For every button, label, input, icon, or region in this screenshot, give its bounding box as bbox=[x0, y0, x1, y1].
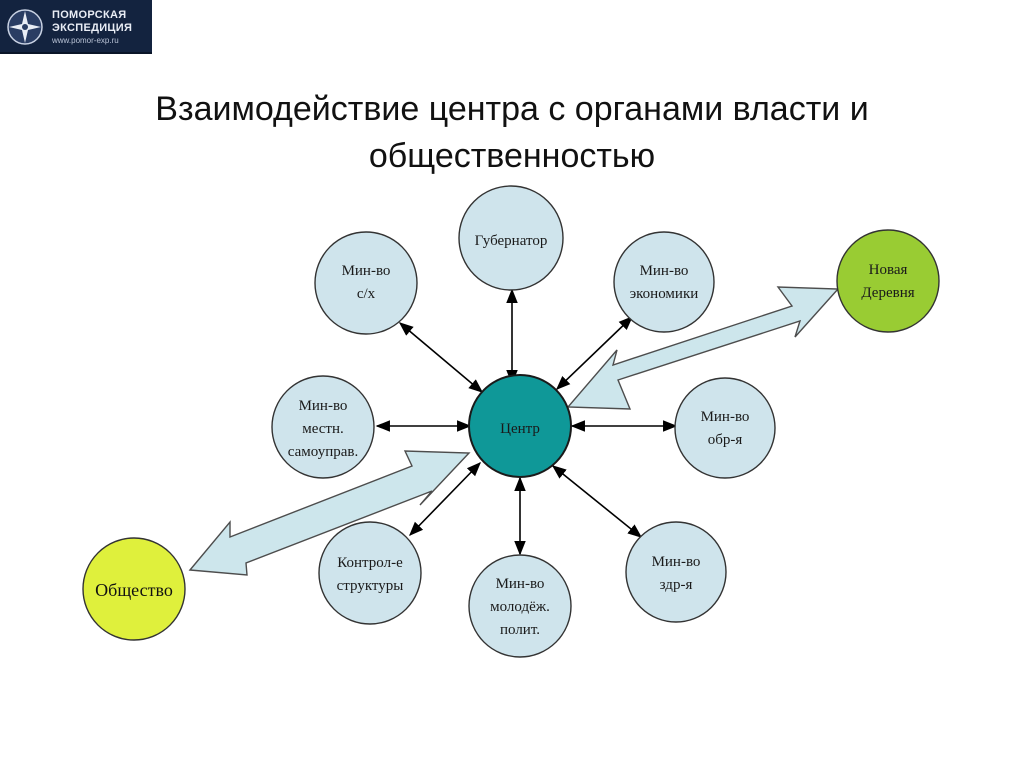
node-min-edu-line2: обр-я bbox=[708, 432, 743, 448]
node-min-local-line3: самоуправ. bbox=[288, 444, 358, 460]
node-governor: Губернатор bbox=[458, 185, 564, 291]
connectors bbox=[375, 288, 678, 556]
connector-min-sx bbox=[398, 322, 484, 393]
node-min-health: Мин-во здр-я bbox=[625, 521, 727, 623]
logo-text-line2: ЭКСПЕДИЦИЯ bbox=[52, 22, 133, 34]
node-min-edu: Мин-во обр-я bbox=[674, 377, 776, 479]
node-min-sx-line2: с/х bbox=[357, 286, 376, 302]
connector-control bbox=[408, 461, 482, 537]
compass-emblem-icon bbox=[7, 9, 43, 45]
node-society-label: Общество bbox=[95, 580, 173, 600]
node-new-village-line2: Деревня bbox=[861, 285, 914, 301]
node-min-youth-line3: полит. bbox=[500, 622, 540, 638]
connector-min-health bbox=[551, 465, 643, 538]
node-min-sx: Мин-во с/х bbox=[314, 231, 418, 335]
node-min-econ-line2: экономики bbox=[630, 286, 699, 302]
node-control-line1: Контрол-е bbox=[337, 555, 403, 571]
node-control-line2: структуры bbox=[337, 578, 404, 594]
logo-url: www.pomor-exp.ru bbox=[52, 36, 119, 45]
node-min-health-line1: Мин-во bbox=[652, 554, 701, 570]
node-min-local-line1: Мин-во bbox=[299, 398, 348, 414]
node-society: Общество bbox=[82, 537, 186, 641]
node-center-label: Центр bbox=[500, 421, 540, 437]
slide-title: Взаимодействие центра с органами власти … bbox=[60, 86, 964, 180]
slide-title-line1: Взаимодействие центра с органами власти … bbox=[155, 90, 869, 128]
node-control: Контрол-е структуры bbox=[318, 521, 422, 625]
block-arrow-society bbox=[188, 450, 471, 576]
node-min-local: Мин-во местн. самоуправ. bbox=[271, 375, 375, 479]
node-new-village: Новая Деревня bbox=[836, 229, 940, 333]
node-min-youth: Мин-во молодёж. полит. bbox=[468, 554, 572, 658]
node-min-edu-line1: Мин-во bbox=[701, 409, 750, 425]
logo-text-line1: ПОМОРСКАЯ bbox=[52, 9, 127, 21]
node-min-econ: Мин-во экономики bbox=[613, 231, 715, 333]
node-governor-label: Губернатор bbox=[475, 233, 548, 249]
node-min-health-line2: здр-я bbox=[660, 577, 693, 593]
node-min-youth-line2: молодёж. bbox=[490, 599, 550, 615]
node-min-youth-line1: Мин-во bbox=[496, 576, 545, 592]
node-min-econ-line1: Мин-во bbox=[640, 263, 689, 279]
slide-title-line2: общественностью bbox=[368, 137, 656, 175]
connector-min-econ bbox=[555, 316, 634, 390]
node-min-local-line2: местн. bbox=[302, 421, 344, 437]
node-center: Центр bbox=[468, 374, 572, 478]
node-new-village-line1: Новая bbox=[869, 262, 908, 278]
node-min-sx-line1: Мин-во bbox=[342, 263, 391, 279]
logo: ПОМОРСКАЯ ЭКСПЕДИЦИЯ www.pomor-exp.ru bbox=[0, 0, 152, 54]
